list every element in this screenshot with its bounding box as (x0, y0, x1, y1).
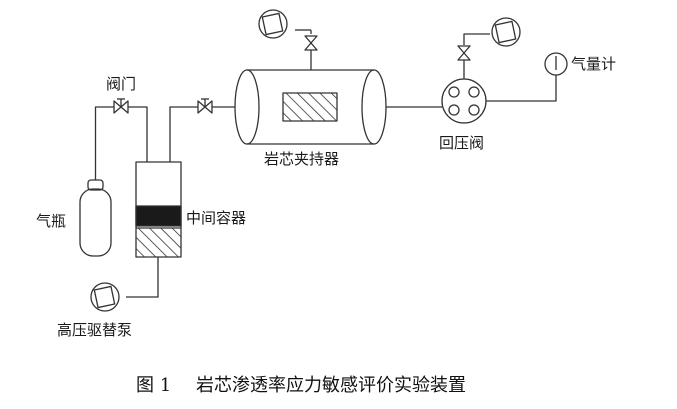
pipe-bpv-to-meter (486, 75, 557, 102)
label-gas-meter: 气量计 (571, 55, 617, 73)
label-gas-cylinder: 气瓶 (36, 212, 67, 230)
gas-cylinder (79, 170, 112, 257)
pipe-container-to-holder (169, 106, 235, 162)
gauge-icon (258, 9, 288, 39)
needle-valve-icon (304, 35, 318, 51)
intermediate-container (135, 161, 182, 258)
needle-valve-icon (457, 45, 471, 61)
figure-number: 图 1 (136, 375, 172, 396)
back-pressure-valve (441, 78, 487, 124)
needle-valve-icon (197, 98, 213, 114)
gauge-icon (90, 282, 120, 312)
gauge-icon (491, 17, 521, 47)
bpv-gauge-line (463, 33, 490, 79)
needle-valve-icon (113, 98, 129, 114)
core-holder (234, 69, 387, 145)
label-intermediate-container: 中间容器 (186, 209, 247, 227)
label-back-pressure-valve: 回压阀 (439, 134, 485, 152)
pipe-cylinder-to-container (94, 106, 148, 170)
figure-caption: 岩芯渗透率应力敏感评价实验装置 (196, 375, 466, 396)
label-valve: 阀门 (106, 75, 137, 93)
label-core-holder: 岩芯夹持器 (264, 150, 340, 168)
gas-meter-icon (544, 52, 568, 76)
pipe-pump-to-container (126, 257, 159, 298)
holder-gauge-line (295, 29, 312, 70)
label-pump: 高压驱替泵 (57, 321, 133, 339)
